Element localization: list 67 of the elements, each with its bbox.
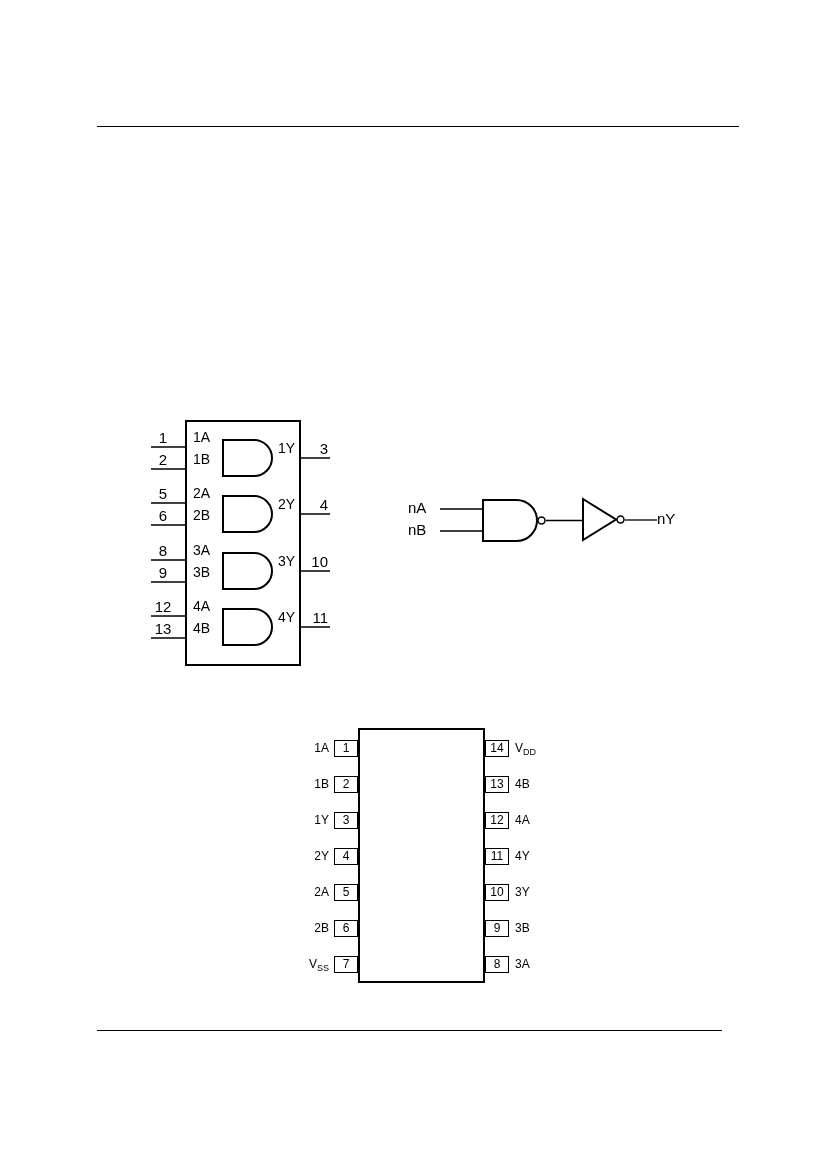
- pin-number-box: 11: [485, 848, 509, 865]
- wire: [439, 530, 483, 532]
- signal-name: 4Y: [278, 609, 296, 625]
- pin-number: 13: [151, 621, 175, 638]
- and-gate-symbol: [222, 552, 273, 590]
- pin-name-label: 3A: [515, 957, 530, 971]
- pin-number-box: 12: [485, 812, 509, 829]
- pin-name-label: V$_{DD}$: [515, 741, 536, 755]
- signal-label: nY: [657, 511, 687, 529]
- signal-label: nB: [408, 522, 440, 540]
- pin-number-box: 2: [334, 776, 358, 793]
- pin-number-box: 14: [485, 740, 509, 757]
- pin-name-label: 1B: [314, 777, 329, 791]
- pin-number: 2: [151, 452, 175, 469]
- pin-number-box: 8: [485, 956, 509, 973]
- signal-name: 2A: [193, 485, 211, 501]
- signal-name: 2B: [193, 507, 211, 523]
- pin-number-box: 3: [334, 812, 358, 829]
- pin-number: 11: [304, 610, 330, 627]
- pin-name-label: 1A: [314, 741, 329, 755]
- signal-name: 1B: [193, 451, 211, 467]
- signal-name: 3Y: [278, 553, 296, 569]
- logic-diagram-frame: [185, 420, 301, 666]
- pin-name-label: 2A: [314, 885, 329, 899]
- pin-number: 1: [151, 430, 175, 447]
- signal-name: 2Y: [278, 496, 296, 512]
- signal-label: nA: [408, 500, 440, 518]
- wire: [624, 519, 658, 521]
- pin-number-box: 9: [485, 920, 509, 937]
- wire: [545, 519, 583, 522]
- pin-number: 8: [151, 543, 175, 560]
- ic-package-body: [358, 728, 485, 983]
- pin-number: 5: [151, 486, 175, 503]
- pin-name-label: 2Y: [314, 849, 329, 863]
- nand-gate-symbol: [482, 499, 546, 542]
- and-gate-symbol: [222, 608, 273, 646]
- signal-name: 3B: [193, 564, 211, 580]
- inverter-symbol: [582, 498, 625, 541]
- pin-number: 10: [304, 554, 330, 571]
- pin-number-box: 7: [334, 956, 358, 973]
- pin-name-label: V$_{SS}$: [308, 957, 329, 971]
- pin-number: 4: [304, 497, 330, 514]
- signal-name: 4A: [193, 598, 211, 614]
- pin-name-label: 4A: [515, 813, 530, 827]
- pin-number: 6: [151, 508, 175, 525]
- pin-number: 12: [151, 599, 175, 616]
- pin-number-box: 13: [485, 776, 509, 793]
- and-gate-symbol: [222, 439, 273, 477]
- pin-number-box: 6: [334, 920, 358, 937]
- signal-name: 3A: [193, 542, 211, 558]
- pin-number: 3: [304, 441, 330, 458]
- pin-name-label: 4B: [515, 777, 530, 791]
- pin-number-box: 1: [334, 740, 358, 757]
- pin-name-label: 1Y: [314, 813, 329, 827]
- signal-name: 4B: [193, 620, 211, 636]
- signal-name: 1A: [193, 429, 211, 445]
- pin-name-label: 3B: [515, 921, 530, 935]
- pin-name-label: 3Y: [515, 885, 530, 899]
- pin-number-box: 4: [334, 848, 358, 865]
- wire: [439, 508, 483, 510]
- pin-name-label: 4Y: [515, 849, 530, 863]
- pin-name-label: 2B: [314, 921, 329, 935]
- pin-number-box: 10: [485, 884, 509, 901]
- pin-number: 9: [151, 565, 175, 582]
- and-gate-symbol: [222, 495, 273, 533]
- signal-name: 1Y: [278, 440, 296, 456]
- pin-number-box: 5: [334, 884, 358, 901]
